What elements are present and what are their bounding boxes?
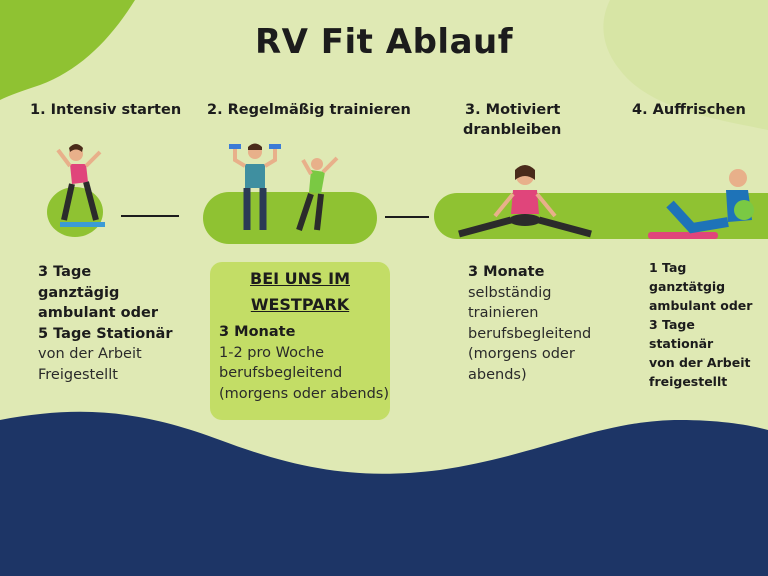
step-3-line: trainieren <box>468 305 539 321</box>
step-1-line: 3 Tage <box>38 264 92 280</box>
step-3-line: abends) <box>468 366 527 383</box>
step-1-heading: 1. Intensiv starten <box>30 102 182 118</box>
step-2-pill <box>203 192 377 244</box>
connector-2-3 <box>385 216 429 218</box>
step-4-line: stationär <box>649 336 714 351</box>
page-title: RV Fit Ablauf <box>254 22 514 62</box>
step-3-4-pill <box>434 193 768 239</box>
woman-side-stretch-icon <box>56 144 105 227</box>
connector-1-2 <box>121 215 179 217</box>
step-4-text: 1 Tag ganztätgig ambulant oder 3 Tage st… <box>649 258 752 391</box>
step-3-line: (morgens oder <box>468 346 575 362</box>
box-title-line-1: BEI UNS IM <box>250 269 350 288</box>
step-3-heading-line-2: dranbleiben <box>463 122 562 138</box>
step-1-line: ganztägig <box>38 284 120 301</box>
step-2-line: (morgens oder abends) <box>219 385 390 402</box>
step-4-line: von der Arbeit <box>649 355 751 370</box>
box-title-line-2: WESTPARK <box>250 295 350 314</box>
step-3-line: selbständig <box>468 284 552 301</box>
step-1-text: 3 Tage ganztägig ambulant oder 5 Tage St… <box>38 262 173 385</box>
westpark-box-title: BEI UNS IM WESTPARK <box>210 266 390 318</box>
westpark-box <box>210 262 390 420</box>
step-2-line: 1-2 pro Woche <box>219 344 325 361</box>
step-1-line: von der Arbeit <box>38 346 142 362</box>
step-4-line: 3 Tage <box>649 317 695 332</box>
step-4-line: 1 Tag <box>649 260 687 275</box>
step-2-line: berufsbegleitend <box>219 365 343 381</box>
step-2-heading: 2. Regelmäßig trainieren <box>207 102 411 118</box>
step-4-line: ambulant oder <box>649 298 753 313</box>
step-3-heading-line-1: 3. Motiviert <box>465 102 561 118</box>
step-4-line: ganztätgig <box>649 279 726 294</box>
woman-side-bend-icon <box>296 156 339 231</box>
step-2-text: 3 Monate 1-2 pro Woche berufsbegleitend … <box>219 322 389 404</box>
man-dumbbell-icon <box>229 143 281 230</box>
step-3-text: 3 Monate selbständig trainieren berufsbe… <box>468 262 591 385</box>
step-3-heading: 3. Motiviert dranbleiben <box>463 100 562 140</box>
step-2-bold: 3 Monate <box>219 324 296 340</box>
step-3-line: berufsbegleitend <box>468 325 592 342</box>
step-4-line: freigestellt <box>649 374 728 389</box>
step-1-line: 5 Tage Stationär <box>38 325 173 342</box>
step-3-bold: 3 Monate <box>468 264 545 280</box>
woman-floor-stretch-icon <box>648 169 754 239</box>
step-4-heading: 4. Auffrischen <box>632 102 746 118</box>
woman-split-stretch-icon <box>458 165 592 238</box>
step-1-line: ambulant oder <box>38 305 158 321</box>
step-1-line: Freigestellt <box>38 366 118 383</box>
